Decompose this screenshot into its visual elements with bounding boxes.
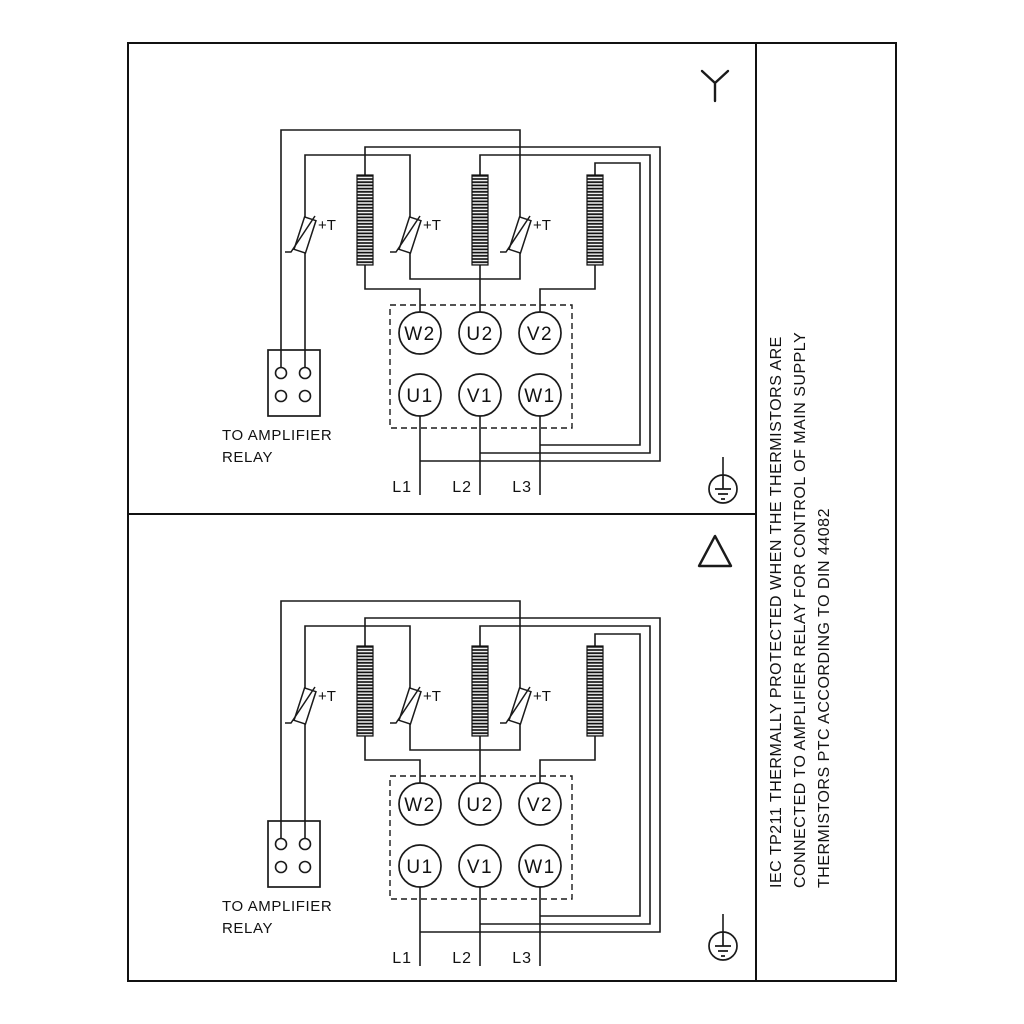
thermistor-wire — [409, 706, 521, 751]
terminal-label-u1: U1 — [406, 386, 433, 407]
thermistor-label: +T — [533, 688, 551, 705]
thermistor-label: +T — [423, 217, 441, 234]
terminal-label-u1: U1 — [406, 857, 433, 878]
terminal-u1 — [398, 373, 442, 417]
thermistor-label: +T — [423, 688, 441, 705]
terminal-u1 — [398, 844, 442, 888]
thermistor-label: +T — [318, 217, 336, 234]
terminal-board — [389, 304, 573, 429]
relay-terminal — [298, 389, 312, 403]
thermistor-wire — [409, 235, 521, 280]
thermistor-icon: +T — [285, 215, 336, 254]
winding-terminal-wire — [539, 265, 596, 312]
star-connection-icon — [700, 69, 730, 103]
thermistor-label: +T — [533, 217, 551, 234]
relay-label-line1: TO AMPLIFIER — [222, 898, 332, 915]
supply-label-l2: L2 — [452, 479, 472, 496]
side-note-line2: CONNECTED TO AMPLIFIER RELAY FOR CONTROL… — [792, 332, 809, 888]
panel-star-connection: +T +T +T TO AMPLIFIER RELAY W2 — [222, 69, 738, 504]
side-note-line3: THERMISTORS PTC ACCORDING TO DIN 44082 — [816, 508, 833, 888]
terminal-w2 — [398, 311, 442, 355]
motor-winding — [356, 645, 374, 737]
side-note: IEC TP211 THERMALLY PROTECTED WHEN THE T… — [768, 332, 833, 888]
winding-link-wire — [540, 633, 641, 917]
delta-connection-icon — [697, 534, 733, 568]
relay-terminal — [298, 366, 312, 380]
motor-winding — [586, 645, 604, 737]
earth-ground-icon — [708, 931, 738, 961]
supply-label-l3: L3 — [512, 950, 532, 967]
thermistor-wire — [304, 625, 411, 706]
terminal-w1 — [518, 373, 562, 417]
terminal-label-w1: W1 — [524, 386, 556, 407]
side-note-line1: IEC TP211 THERMALLY PROTECTED WHEN THE T… — [768, 336, 785, 888]
thermistor-icon: +T — [285, 686, 336, 725]
terminal-label-w2: W2 — [404, 795, 436, 816]
winding-link-wire — [364, 617, 661, 933]
motor-winding — [471, 645, 489, 737]
winding-link-wire — [479, 625, 651, 925]
supply-label-l1: L1 — [392, 950, 412, 967]
supply-label-l3: L3 — [512, 479, 532, 496]
terminal-w1 — [518, 844, 562, 888]
relay-terminal — [274, 366, 288, 380]
relay-terminal — [298, 837, 312, 851]
motor-winding — [471, 174, 489, 266]
relay-terminal — [274, 389, 288, 403]
relay-label-line2: RELAY — [222, 449, 273, 466]
panel-delta-connection: +T +T +T TO AMPLIFIER RELAY W2 — [222, 534, 738, 967]
relay-label-line2: RELAY — [222, 920, 273, 937]
terminal-v1 — [458, 373, 502, 417]
terminal-label-v1: V1 — [467, 386, 493, 407]
terminal-label-v2: V2 — [527, 795, 553, 816]
supply-label-l2: L2 — [452, 950, 472, 967]
thermistor-wire — [280, 129, 521, 373]
thermistor-icon: +T — [390, 215, 441, 254]
relay-terminal — [274, 837, 288, 851]
relay-terminal — [298, 860, 312, 874]
thermistor-label: +T — [318, 688, 336, 705]
terminal-board — [389, 775, 573, 900]
terminal-u2 — [458, 311, 502, 355]
thermistor-icon: +T — [390, 686, 441, 725]
amplifier-relay-box — [267, 349, 321, 417]
thermistor-icon: +T — [500, 686, 551, 725]
supply-label-l1: L1 — [392, 479, 412, 496]
terminal-label-v2: V2 — [527, 324, 553, 345]
earth-ground-icon — [708, 474, 738, 504]
diagram-outer-border — [127, 42, 897, 982]
motor-winding — [586, 174, 604, 266]
terminal-v2 — [518, 311, 562, 355]
terminal-label-u2: U2 — [466, 795, 493, 816]
motor-winding — [356, 174, 374, 266]
winding-terminal-wire — [364, 736, 421, 783]
winding-terminal-wire — [539, 736, 596, 783]
thermistor-wire — [304, 154, 411, 235]
thermistor-wire — [280, 600, 521, 844]
terminal-u2 — [458, 782, 502, 826]
terminal-v1 — [458, 844, 502, 888]
terminal-label-w1: W1 — [524, 857, 556, 878]
terminal-label-w2: W2 — [404, 324, 436, 345]
winding-link-wire — [479, 154, 651, 454]
amplifier-relay-box — [267, 820, 321, 888]
winding-terminal-wire — [364, 265, 421, 312]
terminal-label-v1: V1 — [467, 857, 493, 878]
thermistor-icon: +T — [500, 215, 551, 254]
relay-terminal — [274, 860, 288, 874]
relay-label-line1: TO AMPLIFIER — [222, 427, 332, 444]
winding-link-wire — [364, 146, 661, 462]
terminal-label-u2: U2 — [466, 324, 493, 345]
terminal-v2 — [518, 782, 562, 826]
winding-link-wire — [540, 162, 641, 446]
terminal-w2 — [398, 782, 442, 826]
